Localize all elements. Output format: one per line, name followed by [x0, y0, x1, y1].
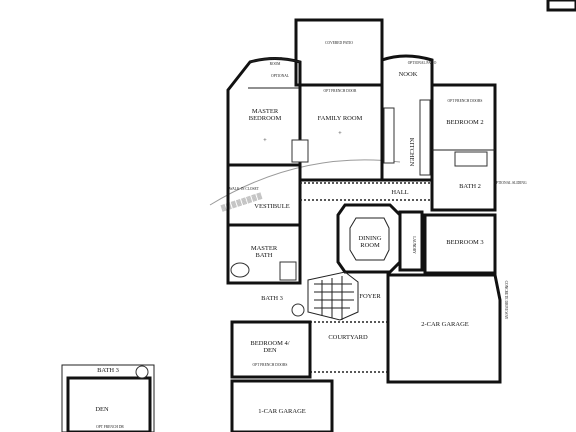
- master-bath-label-2: BATH: [256, 252, 273, 259]
- master-shower: [279, 261, 297, 281]
- dining-room-label-1: DINING: [358, 235, 381, 242]
- sitting-room-label-1: SITTING: [268, 57, 282, 61]
- bedroom3-label: BEDROOM 3: [446, 239, 483, 246]
- concrete-driveway-note: CONCRETE DRIVEWAY: [504, 281, 508, 320]
- opt-french-doors-br2-note: OPT FRENCH DOORS: [448, 99, 483, 103]
- bedroom4-label-1: BEDROOM 4/: [250, 340, 289, 347]
- foyer-label: FOYER: [359, 293, 381, 300]
- master-tub: [230, 262, 250, 278]
- dining-ceiling-detail: [349, 217, 390, 261]
- courtyard-label: COURTYARD: [328, 334, 368, 341]
- foyer-tile-grid: [314, 276, 354, 320]
- master-bedroom-label-2: BEDROOM: [249, 115, 282, 122]
- kitchen-counter-2: [419, 99, 431, 176]
- inset-opt-french-door-note: OPT FRENCH DR: [96, 425, 124, 429]
- bedroom2-label: BEDROOM 2: [446, 119, 483, 126]
- inset-bath3-label: BATH 3: [97, 367, 119, 374]
- laundry-label: LAUNDRY: [412, 236, 416, 254]
- master-bedroom-label-1: MASTER: [252, 108, 279, 115]
- covered-patio-outline: [294, 18, 384, 87]
- master-bath-wall: [226, 223, 302, 285]
- bedroom2-wall: [430, 83, 497, 212]
- nook-wall: [381, 54, 434, 182]
- family-room-wall: [298, 83, 384, 182]
- opt-french-doors-br4-note: OPT FRENCH DOORS: [253, 363, 288, 367]
- inset-wall: [66, 376, 152, 432]
- inset-bath3-fixture: [135, 365, 149, 379]
- bedroom4-wall: [230, 320, 312, 379]
- bedroom4-label-2: DEN: [263, 347, 277, 354]
- nook-label: NOOK: [399, 71, 418, 78]
- dining-room-label-2: ROOM: [360, 242, 380, 249]
- bedroom3-wall: [423, 213, 497, 275]
- sitting-room-label-2: ROOM: [270, 62, 282, 66]
- vestibule-wall: [226, 163, 302, 227]
- bath3-label: BATH 3: [261, 295, 283, 302]
- watermark-curve: [209, 159, 401, 206]
- walk-in-closet-note: WALK-IN CLOSET: [229, 187, 260, 191]
- vestibule-label: VESTIBULE: [254, 203, 289, 210]
- optional-patio-note: OPTIONAL PATIO: [408, 61, 437, 65]
- master-bath-label-1: MASTER: [251, 245, 278, 252]
- inset-den-label: DEN: [95, 406, 109, 413]
- foyer-tile: [307, 271, 359, 321]
- bath2-tub: [454, 151, 488, 167]
- dining-room-wall: [336, 203, 402, 274]
- kitchen-label: KITCHEN: [408, 138, 415, 167]
- family-room-fan-mark: +: [338, 130, 342, 137]
- inset-frame: [61, 364, 155, 432]
- garage2-label: 2-CAR GARAGE: [421, 321, 469, 328]
- covered-patio-label: COVERED PATIO: [325, 41, 353, 45]
- garage2-wall: [386, 273, 502, 384]
- bath3-fixture: [291, 303, 305, 317]
- sitting-optional-note: OPTIONAL: [271, 74, 289, 78]
- laundry-wall: [398, 210, 424, 272]
- ceiling-fan-mark: +: [263, 137, 267, 144]
- kitchen-counter: [383, 107, 395, 164]
- fireplace: [291, 139, 309, 163]
- hall-label: HALL: [391, 189, 408, 196]
- opt-french-door-note: OPT FRENCH DOOR: [324, 89, 357, 93]
- garage1-wall: [230, 379, 334, 432]
- garage1-label: 1-CAR GARAGE: [258, 408, 306, 415]
- courtyard-outline: [309, 321, 389, 373]
- sitting-room-bay: [249, 58, 301, 63]
- bath2-label: BATH 2: [459, 183, 481, 190]
- right-edge-fragment: [546, 0, 576, 12]
- family-room-label: FAMILY ROOM: [318, 115, 363, 122]
- optional-sliding-note: OPTIONAL SLIDING: [493, 181, 527, 185]
